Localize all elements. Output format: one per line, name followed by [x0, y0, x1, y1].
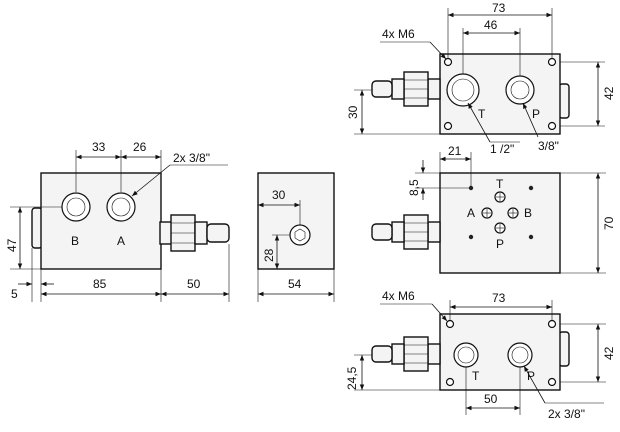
dim-left-height: 47 — [5, 238, 19, 252]
dim-side-hole-y: 28 — [262, 248, 276, 262]
dim-bottom-body-height: 42 — [602, 346, 616, 360]
top-bolts-note: 4x M6 — [382, 27, 415, 41]
middle-port-p-label: P — [496, 237, 504, 251]
dim-bottom-port-spacing: 50 — [484, 392, 498, 406]
bottom-view: T P 4x M6 73 24,5 42 50 2x 3/8" — [345, 289, 616, 421]
bottom-port-t-label: T — [472, 369, 480, 383]
top-port-main-note: 1 /2" — [490, 142, 514, 156]
bottom-port-p-label: P — [527, 369, 535, 383]
bottom-port-t — [453, 342, 479, 368]
bottom-ports-note: 2x 3/8" — [548, 407, 585, 421]
top-port-secondary-note: 3/8" — [538, 139, 559, 153]
dim-holes-spacing: 33 — [92, 140, 106, 154]
top-view: T P 4x M6 73 46 30 42 1 /2" 3/8" — [346, 1, 616, 156]
dim-top-port-height: 30 — [346, 105, 360, 119]
top-port-p — [505, 75, 535, 105]
top-port-t-label: T — [478, 107, 486, 121]
dim-top-body-height: 42 — [602, 86, 616, 100]
dim-middle-y: 8,5 — [407, 179, 421, 196]
dim-top-port-spacing: 46 — [484, 18, 498, 32]
bottom-bolts-note: 4x M6 — [382, 289, 415, 303]
port-a-circle — [106, 192, 136, 222]
bottom-view-fitting — [371, 336, 441, 372]
side-view-body — [257, 172, 335, 270]
dim-side-width: 54 — [288, 277, 302, 291]
middle-port-a-label: A — [467, 206, 475, 220]
port-a-label: A — [117, 234, 125, 248]
middle-view-body — [439, 172, 561, 274]
side-view: 30 28 54 — [257, 172, 335, 302]
middle-view-fitting — [371, 214, 441, 250]
middle-port-t-label: T — [496, 177, 504, 191]
dim-body-width: 85 — [93, 277, 107, 291]
middle-port-b-label: B — [524, 206, 532, 220]
dim-fitting-length: 50 — [187, 277, 201, 291]
dim-middle-height: 70 — [602, 216, 616, 230]
port-b-label: B — [71, 234, 79, 248]
top-view-fitting — [371, 71, 441, 107]
dim-bottom-width: 73 — [492, 291, 506, 305]
top-port-p-label: P — [532, 107, 540, 121]
dim-bottom-port-height: 24,5 — [345, 366, 359, 390]
dim-middle-x: 21 — [448, 144, 462, 158]
side-view-hole — [289, 224, 311, 246]
dim-edge-offset: 5 — [11, 287, 18, 301]
bottom-port-p — [507, 342, 533, 368]
middle-view: T A B P 21 8,5 70 — [371, 144, 616, 274]
dim-hole-to-edge: 26 — [133, 140, 147, 154]
left-view: B A 33 26 2x 3/8" 47 5 85 50 — [5, 140, 230, 302]
dim-side-hole-x: 30 — [272, 188, 286, 202]
left-view-fitting — [159, 214, 230, 252]
left-ports-note: 2x 3/8" — [173, 151, 210, 165]
dim-top-width: 73 — [492, 1, 506, 15]
port-b-circle — [61, 192, 91, 222]
